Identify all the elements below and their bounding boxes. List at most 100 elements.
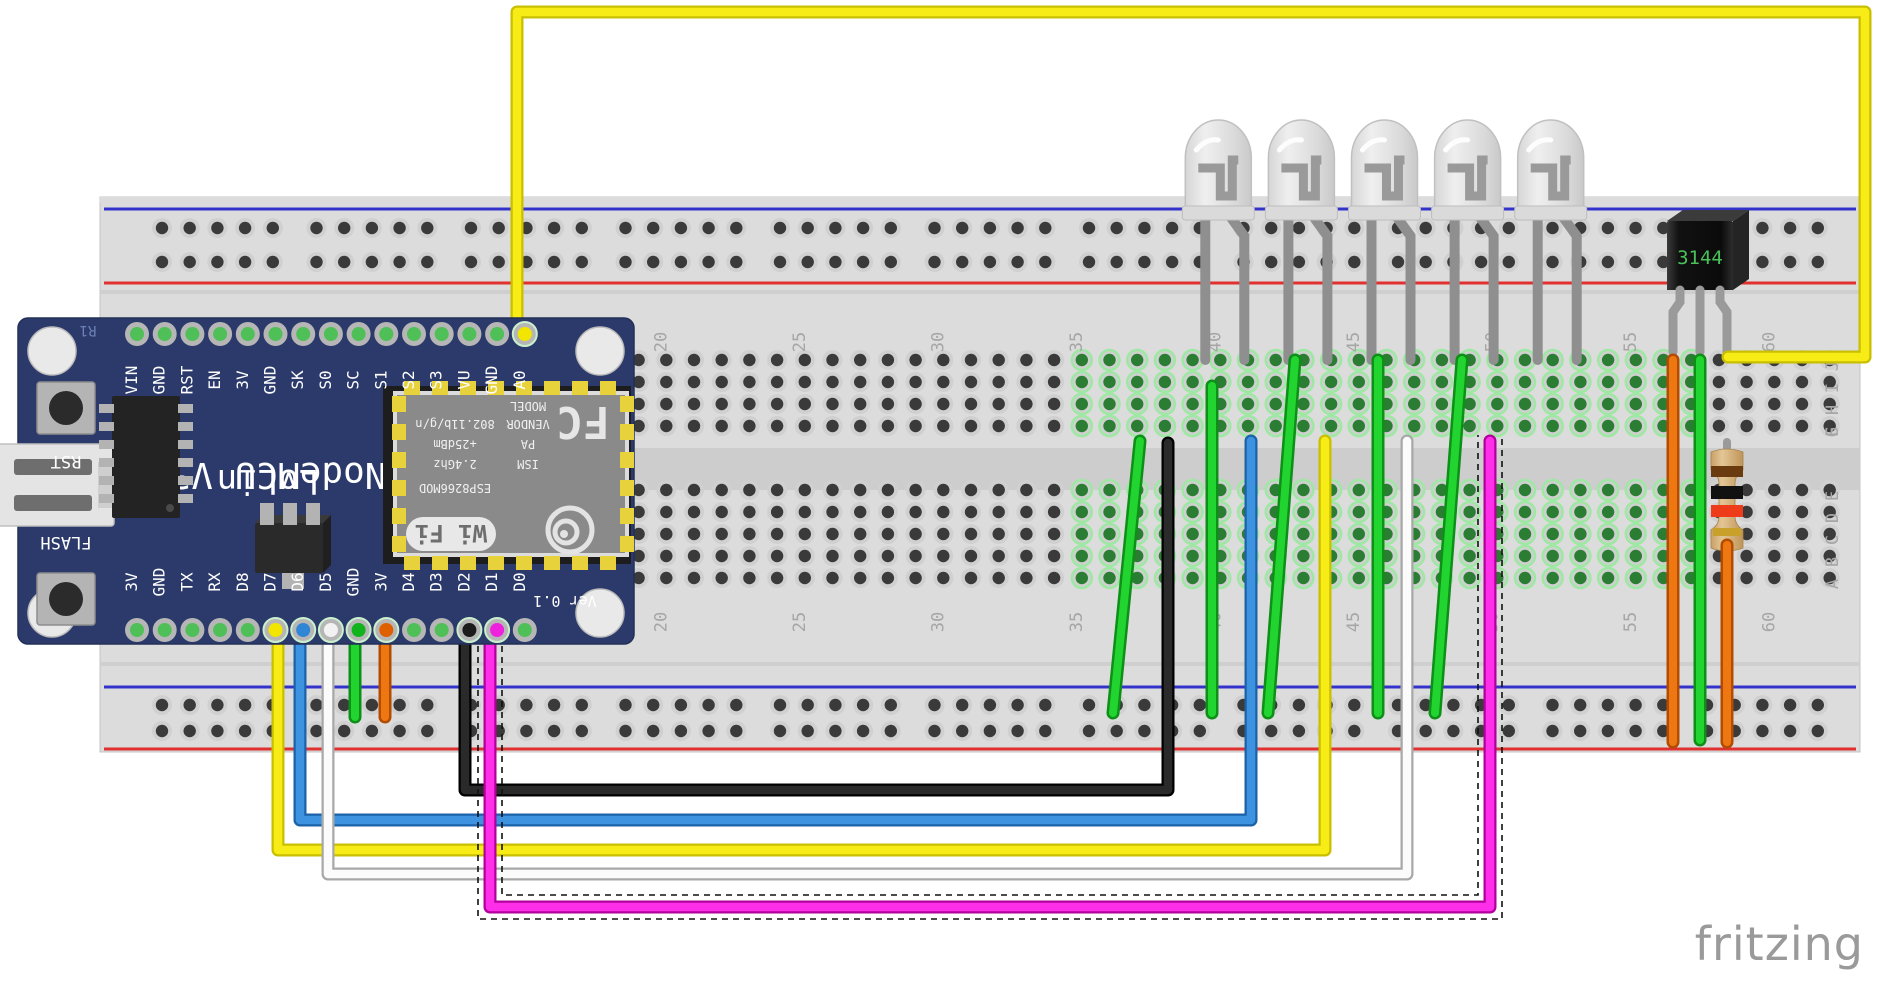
breadboard-hole[interactable] [1513, 478, 1537, 502]
breadboard-hole[interactable] [1070, 566, 1094, 590]
breadboard-hole[interactable] [739, 372, 760, 392]
breadboard-hole[interactable] [1819, 372, 1840, 392]
breadboard-hole[interactable] [1347, 392, 1371, 416]
breadboard-hole[interactable] [1596, 414, 1620, 438]
breadboard-hole[interactable] [825, 252, 846, 272]
nodemcu-pin-d8-4[interactable] [235, 618, 260, 642]
breadboard-hole[interactable] [1792, 372, 1812, 392]
breadboard-hole[interactable] [1079, 218, 1099, 238]
breadboard-hole[interactable] [684, 546, 704, 566]
breadboard-hole[interactable] [905, 394, 926, 414]
breadboard-hole[interactable] [1292, 566, 1315, 590]
breadboard-hole[interactable] [797, 252, 818, 272]
nodemcu-pin-3v-0[interactable] [125, 618, 149, 642]
breadboard-hole[interactable] [1708, 372, 1729, 392]
nodemcu-pin-rst-2[interactable] [180, 322, 205, 346]
breadboard-hole[interactable] [853, 252, 874, 272]
breadboard-hole[interactable] [1070, 392, 1094, 416]
breadboard-hole[interactable] [1792, 502, 1812, 522]
breadboard-hole[interactable] [767, 372, 788, 392]
breadboard-hole[interactable] [1708, 416, 1729, 436]
nodemcu-pin-gnd-5[interactable] [263, 322, 288, 346]
breadboard-hole[interactable] [961, 416, 981, 436]
breadboard-hole[interactable] [739, 350, 760, 370]
breadboard-hole[interactable] [1181, 544, 1204, 568]
breadboard-hole[interactable] [1764, 524, 1785, 544]
breadboard-hole[interactable] [739, 502, 760, 522]
breadboard-hole[interactable] [1819, 546, 1840, 566]
breadboard-hole[interactable] [1070, 544, 1094, 568]
breadboard-hole[interactable] [684, 372, 704, 392]
breadboard-hole[interactable] [684, 502, 704, 522]
breadboard-hole[interactable] [1541, 522, 1564, 546]
breadboard-hole[interactable] [656, 416, 677, 436]
breadboard-hole[interactable] [1764, 416, 1785, 436]
breadboard-hole[interactable] [1007, 252, 1028, 272]
breadboard-hole[interactable] [1541, 392, 1564, 416]
breadboard-hole[interactable] [1430, 370, 1454, 394]
nodemcu-pin-tx-2[interactable] [180, 618, 205, 642]
breadboard-hole[interactable] [1181, 500, 1204, 524]
breadboard-hole[interactable] [1819, 394, 1840, 414]
breadboard-hole[interactable] [1288, 721, 1309, 741]
breadboard-hole[interactable] [961, 372, 981, 392]
breadboard-hole[interactable] [880, 695, 901, 715]
breadboard-hole[interactable] [1458, 544, 1481, 568]
breadboard-hole[interactable] [643, 721, 664, 741]
breadboard-hole[interactable] [1106, 721, 1127, 741]
breadboard-hole[interactable] [152, 695, 172, 715]
breadboard-hole[interactable] [905, 502, 926, 522]
breadboard-hole[interactable] [1181, 566, 1204, 590]
breadboard-hole[interactable] [417, 721, 438, 741]
breadboard-hole[interactable] [1415, 218, 1436, 238]
breadboard-hole[interactable] [1624, 392, 1648, 416]
breadboard-hole[interactable] [794, 350, 815, 370]
nodemcu-pin-s1-9[interactable] [374, 322, 399, 346]
breadboard-hole[interactable] [961, 394, 981, 414]
breadboard-hole[interactable] [361, 252, 382, 272]
breadboard-hole[interactable] [1443, 695, 1464, 715]
breadboard-hole[interactable] [794, 568, 815, 588]
breadboard-hole[interactable] [770, 252, 790, 272]
breadboard-hole[interactable] [767, 546, 788, 566]
breadboard-hole[interactable] [1070, 348, 1094, 372]
breadboard-hole[interactable] [1569, 522, 1592, 546]
breadboard-hole[interactable] [1498, 721, 1519, 741]
wire-a0-yellow[interactable] [510, 5, 1872, 364]
breadboard-hole[interactable] [1264, 370, 1287, 394]
breadboard-hole[interactable] [1181, 392, 1204, 416]
nodemcu-pin-d5-7[interactable] [317, 617, 344, 643]
breadboard-hole[interactable] [825, 218, 846, 238]
breadboard-hole[interactable] [739, 546, 760, 566]
breadboard-hole[interactable] [1513, 544, 1537, 568]
breadboard-hole[interactable] [822, 416, 843, 436]
breadboard-hole[interactable] [1261, 218, 1282, 238]
breadboard-hole[interactable] [822, 350, 843, 370]
breadboard-hole[interactable] [179, 218, 200, 238]
breadboard-hole[interactable] [656, 394, 677, 414]
breadboard-hole[interactable] [979, 218, 1000, 238]
breadboard-hole[interactable] [711, 568, 732, 588]
breadboard-hole[interactable] [1430, 348, 1454, 372]
breadboard-hole[interactable] [1125, 348, 1149, 372]
breadboard-hole[interactable] [961, 546, 981, 566]
breadboard-hole[interactable] [933, 524, 954, 544]
breadboard-hole[interactable] [1264, 348, 1287, 372]
breadboard-hole[interactable] [794, 502, 815, 522]
breadboard-hole[interactable] [1288, 218, 1309, 238]
nodemcu-pin-gnd-1[interactable] [152, 618, 177, 642]
breadboard-hole[interactable] [1402, 370, 1426, 394]
breadboard-hole[interactable] [1624, 478, 1648, 502]
breadboard-hole[interactable] [850, 416, 871, 436]
nodemcu-pin-3v-4[interactable] [235, 322, 260, 346]
breadboard-hole[interactable] [698, 218, 719, 238]
breadboard-hole[interactable] [698, 695, 719, 715]
breadboard-hole[interactable] [615, 695, 636, 715]
nodemcu-board[interactable]: RST FLASH LoLin NodeMCU V3 Ver 0.1 R1 [0, 317, 635, 645]
breadboard-hole[interactable] [1498, 695, 1519, 715]
breadboard-hole[interactable] [1513, 566, 1537, 590]
breadboard-hole[interactable] [979, 695, 1000, 715]
breadboard-hole[interactable] [1016, 416, 1037, 436]
breadboard-hole[interactable] [643, 252, 664, 272]
